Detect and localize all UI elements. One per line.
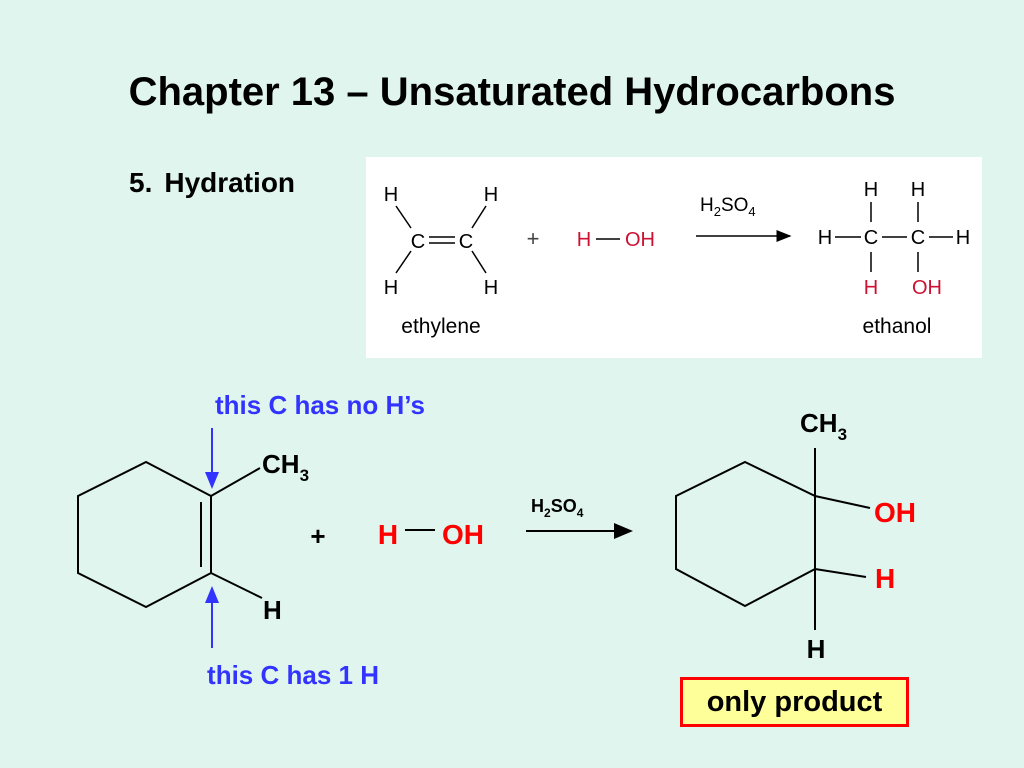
product-methyl: CH3 — [800, 408, 847, 444]
ethylene-hydration-panel: H H C C H H ethylene + H OH H2SO4 — [366, 157, 982, 358]
arrow-down-icon — [205, 428, 219, 489]
ethanol-h-right: H — [956, 227, 970, 249]
product-h: H — [875, 563, 895, 594]
bottom-water-oh: OH — [442, 519, 484, 550]
water-oh: OH — [625, 229, 655, 251]
top-plus-sign: + — [527, 226, 540, 251]
ethanol-h-top2: H — [911, 179, 925, 201]
ethanol-name: ethanol — [863, 315, 932, 338]
ethylene-h-topleft: H — [384, 184, 398, 206]
ethanol-c1: C — [864, 227, 878, 249]
section-title: Hydration — [164, 167, 296, 198]
ethanol-h-left: H — [818, 227, 832, 249]
ethylene-name: ethylene — [401, 315, 480, 338]
section-heading: 5. Hydration — [129, 167, 295, 199]
water-reagent-top: H OH — [577, 229, 655, 251]
ethanol-oh-added: OH — [912, 277, 942, 299]
ethanol-structure: H H H C C H H OH ethanol — [818, 179, 970, 338]
ethanol-c2: C — [911, 227, 925, 249]
ethylene-structure: H H C C H H ethylene — [384, 184, 498, 338]
product-ring — [675, 448, 871, 630]
ethylene-h-bottomleft: H — [384, 277, 398, 299]
white-panel-background — [366, 157, 982, 358]
bottom-reaction-arrow — [526, 523, 633, 539]
water-h: H — [577, 229, 591, 251]
ethylene-h-bottomright: H — [484, 277, 498, 299]
annotation-no-h: this C has no H’s — [215, 390, 425, 420]
only-product-label: only product — [680, 677, 909, 727]
ethanol-h-top1: H — [864, 179, 878, 201]
ethylene-h-topright: H — [484, 184, 498, 206]
annotation-one-h: this C has 1 H — [207, 660, 379, 690]
methylcyclohexene-hydration: this C has no H’s this C has 1 H CH3 H +… — [77, 390, 916, 690]
ethanol-h-added: H — [864, 277, 878, 299]
reactant-methyl: CH3 — [262, 449, 309, 485]
bottom-catalyst: H2SO4 — [531, 496, 584, 520]
reactant-h: H — [263, 595, 282, 625]
section-number: 5. — [129, 167, 153, 198]
slide-title: Chapter 13 – Unsaturated Hydrocarbons — [128, 70, 896, 114]
arrow-up-icon — [205, 586, 219, 648]
bottom-plus-sign: + — [310, 521, 325, 551]
reactant-ring — [77, 460, 263, 609]
ethylene-c-left: C — [411, 231, 425, 253]
bottom-water-h: H — [378, 519, 398, 550]
top-catalyst: H2SO4 — [700, 195, 756, 219]
product-h-bottom: H — [807, 634, 826, 664]
ethylene-c-right: C — [459, 231, 473, 253]
water-reagent-bottom: H OH — [378, 519, 484, 550]
product-oh: OH — [874, 497, 916, 528]
